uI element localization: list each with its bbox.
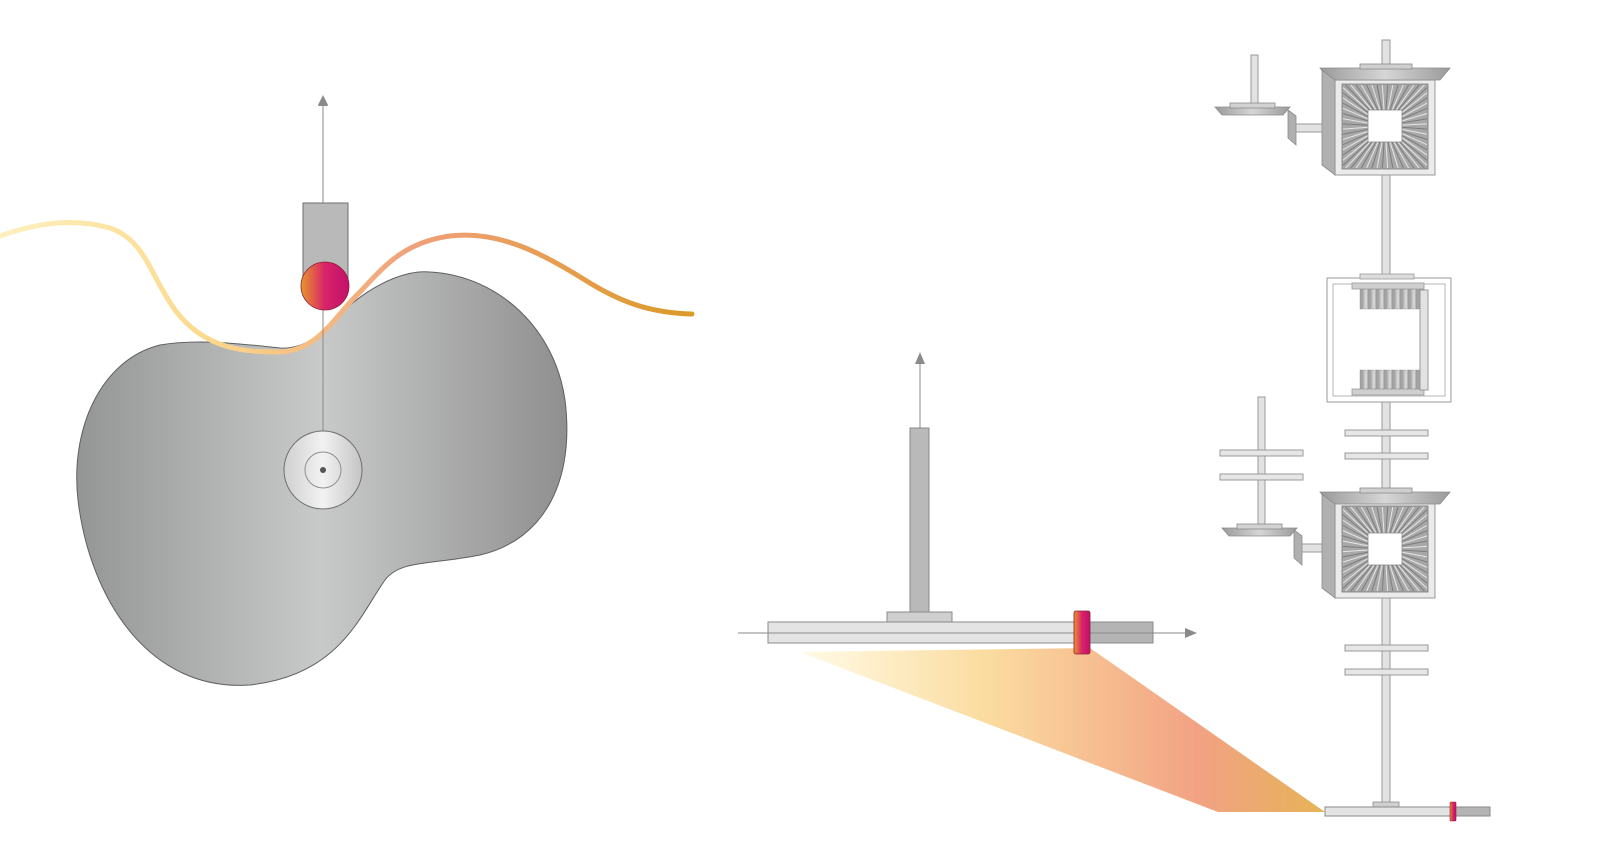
lower-side-plate-1 (1219, 449, 1304, 457)
spur-tooth (1403, 369, 1408, 391)
spur-tooth (1387, 369, 1392, 391)
top-side-bevel (1321, 69, 1336, 176)
spur-tooth (1359, 288, 1364, 310)
spur-tooth (1415, 288, 1420, 310)
cam-shaft-center (320, 467, 326, 473)
spur-tooth (1411, 369, 1416, 391)
lower-side-pinion (1293, 529, 1303, 566)
spur-tooth (1395, 369, 1400, 391)
bottom-gearbox-window (1367, 532, 1403, 566)
top-bevel-gearbox (1319, 63, 1451, 176)
top-side-pinion (1287, 109, 1297, 146)
bottom-bevel-hub (1359, 487, 1413, 494)
lower-plate-1 (1344, 644, 1429, 652)
lower-side-plate-2 (1219, 473, 1304, 481)
middle-upper-band (1351, 282, 1425, 290)
top-side-shaft (1214, 54, 1323, 146)
middle-countershaft (1419, 289, 1429, 391)
top-side-coupler (1295, 123, 1323, 133)
middle-lower-band (1351, 388, 1425, 396)
lower-side-bevel-hub (1236, 523, 1283, 530)
spur-tooth (1395, 288, 1400, 310)
middle-upper-collar (1359, 273, 1415, 280)
displacement-curve (0, 219, 695, 355)
gear-train (1214, 39, 1491, 822)
arrow-right-icon (1185, 628, 1197, 638)
spur-tooth (1407, 288, 1412, 310)
bottom-bevel-gear-teeth (1342, 506, 1428, 592)
spur-tooth (1399, 369, 1404, 391)
spur-tooth (1363, 369, 1368, 391)
top-side-shaft-vertical (1250, 54, 1259, 108)
output-rail-base-block (1372, 801, 1400, 808)
spur-tooth (1367, 288, 1372, 310)
spur-tooth (1407, 369, 1412, 391)
output-rail-end (1454, 806, 1491, 817)
spur-tooth (1367, 369, 1372, 391)
spur-tooth (1359, 369, 1364, 391)
spur-tooth (1363, 288, 1368, 310)
spur-tooth (1391, 288, 1396, 310)
spur-tooth (1383, 288, 1388, 310)
upper-plate-1 (1344, 429, 1429, 437)
spur-tooth (1399, 288, 1404, 310)
spur-tooth (1379, 369, 1384, 391)
lower-plate-2 (1344, 668, 1429, 676)
spur-tooth (1415, 369, 1420, 391)
spur-tooth (1411, 288, 1416, 310)
roller-follower-icon (300, 261, 350, 311)
middle-spur-gearbox (1326, 273, 1452, 403)
output-slider-marker (1449, 801, 1457, 822)
spur-tooth (1387, 288, 1392, 310)
slider-assembly (738, 352, 1325, 812)
slider-carriage-marker (1073, 610, 1091, 655)
slider-column (909, 427, 930, 614)
lower-side-shaft-vertical (1257, 396, 1266, 526)
top-side-bevel-hub (1229, 102, 1276, 109)
lower-side-shaft (1219, 396, 1327, 566)
bottom-bevel-gearbox (1319, 487, 1451, 599)
projection-fan (800, 648, 1325, 812)
slider-base-block (886, 611, 953, 623)
spur-tooth (1375, 369, 1380, 391)
bottom-bevel-crown (1319, 491, 1451, 505)
top-bevel-crown (1319, 67, 1451, 81)
spur-tooth (1403, 288, 1408, 310)
spur-tooth (1371, 288, 1376, 310)
spur-tooth (1379, 288, 1384, 310)
spur-tooth (1375, 288, 1380, 310)
spur-tooth (1383, 369, 1388, 391)
spur-tooth (1371, 369, 1376, 391)
cam-assembly (0, 95, 695, 686)
cam-hub-inner (304, 451, 342, 489)
bottom-side-bevel (1321, 493, 1336, 599)
upper-plate-2 (1344, 452, 1429, 460)
top-gearbox-window (1367, 109, 1403, 143)
arrow-up-icon (318, 96, 328, 106)
top-bevel-hub (1359, 63, 1413, 70)
arrow-up-icon (915, 352, 925, 364)
spur-tooth (1391, 369, 1396, 391)
